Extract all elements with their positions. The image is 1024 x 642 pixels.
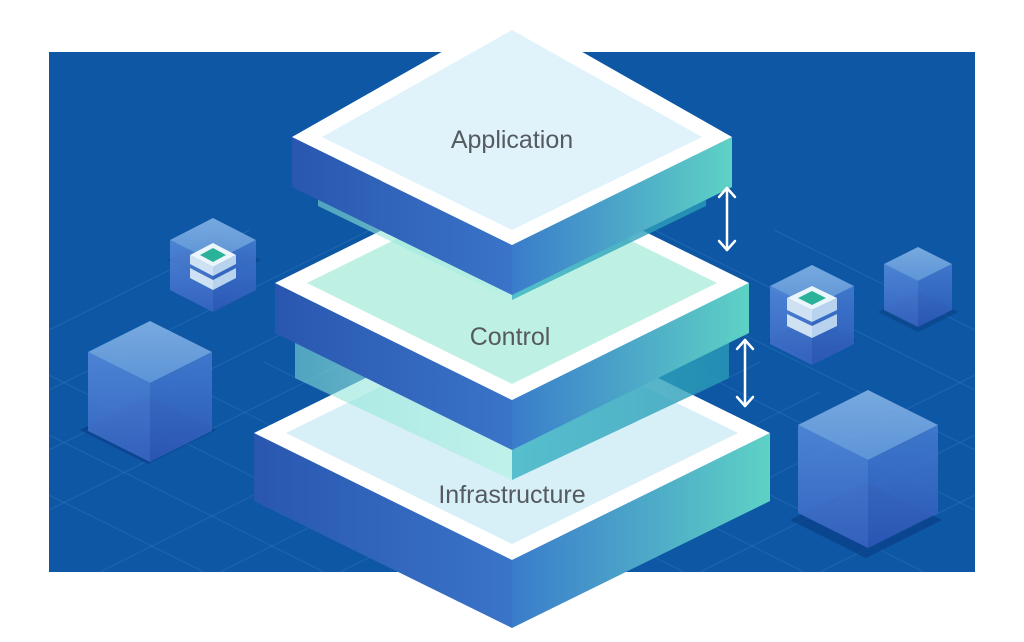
server-icon	[787, 286, 837, 338]
connector-arrow-lower	[735, 338, 755, 408]
layer-side-left	[275, 283, 512, 450]
layer-side-right	[512, 283, 749, 450]
glass-cube-right-small	[878, 247, 958, 332]
glass-cube-right-large	[790, 390, 942, 558]
layer-top-surface	[322, 30, 702, 230]
server-icon	[190, 243, 236, 290]
layer-application	[292, 12, 732, 295]
layer-label-infrastructure: Infrastructure	[438, 481, 585, 509]
layer-side-right	[512, 137, 732, 295]
layer-side-left	[292, 137, 512, 295]
connector-arrow-upper	[717, 186, 737, 252]
layer-side-left	[254, 433, 512, 628]
glass-cube-left-large	[80, 321, 216, 464]
layer-side-right	[512, 433, 770, 628]
layer-label-control: Control	[470, 323, 551, 351]
server-cube-right	[768, 265, 856, 365]
layer-label-application: Application	[451, 126, 573, 154]
server-cube-left	[167, 218, 261, 312]
